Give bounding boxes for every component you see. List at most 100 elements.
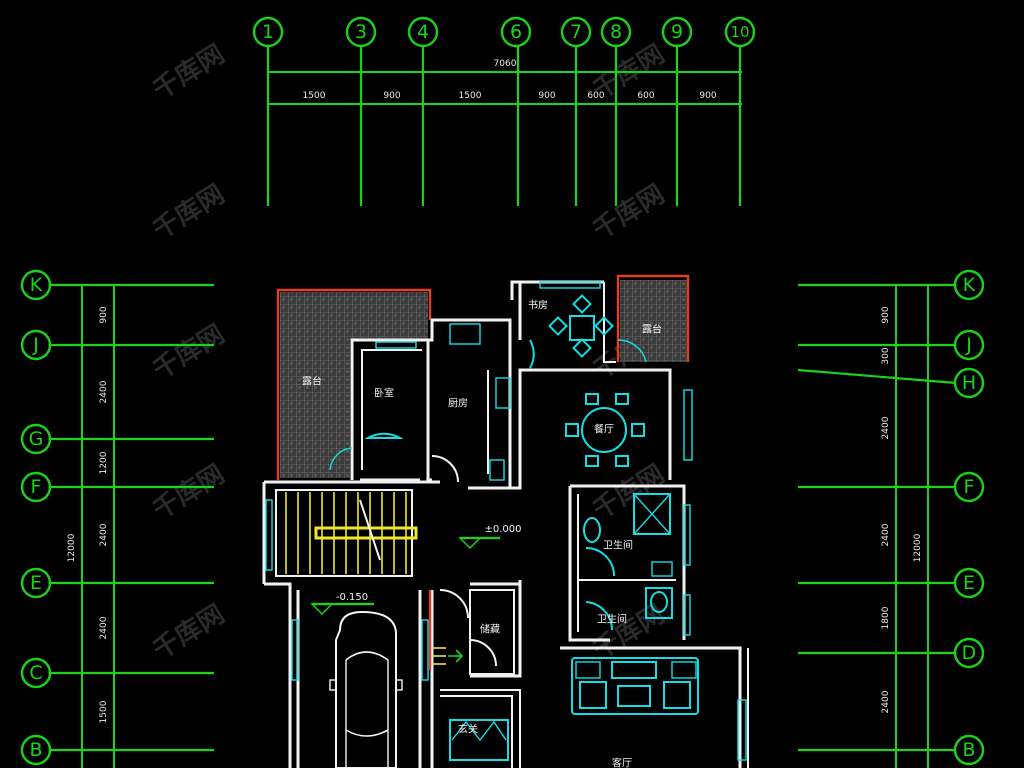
windows [265,281,747,761]
axis-label: B [29,739,42,761]
axis-label: H [962,372,976,394]
column-axis-6: 6 [500,16,532,206]
row-axis-right-F: F [798,471,985,503]
right-axis-grid: 12000 K J H F E D [797,269,985,768]
top-total-dimension: 7060 [494,59,517,69]
row-axis-left-J: J [20,329,214,361]
watermark-text: 千库网 [588,599,670,666]
level-marks: ±0.000 -0.150 [310,524,522,616]
room-label-dining: 餐厅 [594,423,614,436]
top-axis-grid: 7060 1 3 4 6 7 8 [252,16,756,206]
room-label-entry: 玄关 [458,723,478,736]
car-icon [329,610,403,768]
room-label-storage: 储藏 [480,623,500,636]
row-axis-left-F: F [20,471,214,503]
floor-plan: 露台 露台 [262,274,749,768]
axis-label: E [30,572,42,594]
axis-label: 1 [262,21,274,43]
axis-label: C [29,662,42,684]
left-total-dimension: 12000 [67,533,77,562]
row-axis-right-J: J [798,329,985,361]
top-segment-dimension: 600 [637,91,654,101]
watermark-text: 千库网 [588,459,670,526]
axis-label: K [30,274,43,296]
row-axis-right-B: B [798,734,985,766]
column-axis-1: 1 [252,16,284,206]
right-segment-dimension: 2400 [881,523,891,546]
axis-bubble [20,423,52,455]
right-segment-dimension: 300 [881,347,891,364]
axis-label: E [963,572,975,594]
room-label-study: 书房 [528,299,548,312]
axis-bubble [560,16,592,48]
left-segment-dimension: 1500 [99,700,109,723]
watermark-text: 千库网 [148,179,230,246]
dining-furniture: 餐厅 [565,393,645,467]
watermark-text: 千库网 [148,39,230,106]
axis-label: F [964,476,975,498]
axis-bubble [953,471,985,503]
axis-label: 7 [570,21,582,43]
axis-label: B [962,739,975,761]
row-axis-right-K: K [798,269,985,301]
row-axis-right-D: D [798,637,985,669]
row-axis-right-E: E [798,567,985,599]
top-segment-dimension: 1500 [459,91,482,101]
axis-bubble [20,269,52,301]
left-segment-dimension: 900 [99,306,109,323]
bathroom-1: 卫生间 [583,493,673,577]
axis-bubble [953,367,985,399]
axis-bubble [600,16,632,48]
column-axis-10: 10 [724,16,756,206]
axis-label: G [29,428,44,450]
left-segment-dimension: 1200 [99,451,109,474]
staircase [275,489,446,670]
axis-label: 10 [730,23,749,41]
column-axis-4: 4 [407,16,439,206]
terrace-right: 露台 [616,274,690,362]
left-axis-grid: 12000 K J G F E C [20,269,214,768]
axis-bubble [724,16,756,48]
room-label-kitchen: 厨房 [448,397,468,410]
left-segment-dimension: 2400 [99,380,109,403]
level-garage: -0.150 [336,592,368,603]
row-axis-left-E: E [20,567,214,599]
top-segment-dimension: 600 [587,91,604,101]
axis-label: 9 [671,21,683,43]
row-axis-left-B: B [20,734,214,766]
column-axis-9: 9 [661,16,693,206]
axis-bubble [953,329,985,361]
column-axis-3: 3 [345,16,377,206]
axis-bubble [20,329,52,361]
room-label-bathroom-2: 卫生间 [597,613,627,626]
room-label-terrace-right: 露台 [642,323,662,336]
axis-bubble [20,657,52,689]
room-label-bathroom-1: 卫生间 [603,539,633,552]
entry-area: 储藏 玄关 [449,589,515,761]
right-segment-dimension: 2400 [881,416,891,439]
axis-bubble [953,567,985,599]
top-segment-dimension: 900 [699,91,716,101]
right-segment-dimension: 1800 [881,606,891,629]
left-segment-dimension: 2400 [99,523,109,546]
room-label-bedroom: 卧室 [374,387,394,400]
column-axis-7: 7 [560,16,592,206]
axis-bubble [661,16,693,48]
watermark-text: 千库网 [148,459,230,526]
axis-label: 8 [610,21,622,43]
axis-label: 4 [417,21,429,43]
living-room-furniture: 客厅 [571,657,699,768]
watermark-text: 千库网 [148,319,230,386]
axis-bubble [953,269,985,301]
room-label-living: 客厅 [612,757,632,768]
axis-label: D [962,642,977,664]
doors [329,339,647,667]
axis-label: J [965,334,972,356]
right-segment-dimension: 2400 [881,690,891,713]
terrace-left: 露台 [276,288,432,480]
row-axis-right-H: H [797,367,985,399]
axis-bubble [953,734,985,766]
axis-label: F [31,476,42,498]
axis-bubble [20,471,52,503]
